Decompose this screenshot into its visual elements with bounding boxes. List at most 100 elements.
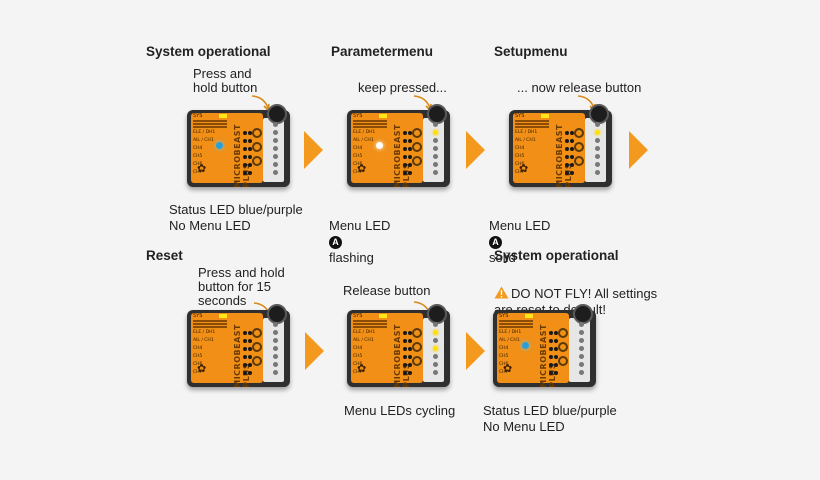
- connector-ring-icon: [412, 342, 422, 352]
- device-print-line: [193, 120, 227, 122]
- step1-note: Press and hold button: [193, 66, 258, 95]
- setup-button-icon: [589, 104, 609, 124]
- pin-dot-icon: [570, 131, 574, 135]
- warning-icon: [494, 286, 509, 299]
- pin-dot-icon: [403, 171, 407, 175]
- pin-dot-icon: [554, 355, 558, 359]
- device-print-line: [193, 320, 227, 322]
- channel-label: ELE / DH1: [515, 130, 538, 135]
- menu-led-icon: [433, 138, 438, 143]
- device-print-line: [515, 120, 549, 122]
- channel-label: CH4: [193, 146, 203, 151]
- device-print-line: [353, 320, 387, 322]
- device-tag-label: SYS: [353, 113, 363, 119]
- menu-led-icon: [433, 154, 438, 159]
- device-print-line: [193, 323, 227, 325]
- step4-note: Press and hold button for 15 seconds: [198, 265, 285, 308]
- brand-logo-icon: ✿: [197, 363, 207, 375]
- pin-dot-icon: [408, 147, 412, 151]
- channel-label: AIL / CH1: [499, 338, 520, 343]
- pin-dot-icon: [243, 339, 247, 343]
- channel-label: CH7: [353, 370, 363, 375]
- menu-led-icon: [595, 146, 600, 151]
- connector-ring-icon: [558, 328, 568, 338]
- channel-label: CH7: [353, 170, 363, 175]
- setup-button-icon: [427, 104, 447, 124]
- step5-note: Release button: [343, 283, 431, 298]
- menu-led-icon: [433, 338, 438, 343]
- pin-dot-icon: [248, 155, 252, 159]
- menu-led-icon: [595, 138, 600, 143]
- menu-led-icon: [273, 138, 278, 143]
- pin-dot-icon: [248, 163, 252, 167]
- pin-dot-icon: [408, 155, 412, 159]
- pin-dot-icon: [549, 339, 553, 343]
- channel-label: CH5: [353, 354, 363, 359]
- pin-dot-icon: [248, 355, 252, 359]
- status-led: [522, 342, 529, 349]
- menu-led-icon: [433, 170, 438, 175]
- pin-dot-icon: [554, 363, 558, 367]
- pin-dot-icon: [408, 363, 412, 367]
- setup-button-icon: [267, 104, 287, 124]
- menu-led-icon: [595, 122, 600, 127]
- arrow-right-icon: [629, 131, 648, 169]
- menu-led-icon: [273, 322, 278, 327]
- pin-dot-icon: [408, 163, 412, 167]
- status-led: [376, 142, 383, 149]
- pin-dot-icon: [549, 355, 553, 359]
- pin-dot-icon: [403, 339, 407, 343]
- pin-dot-icon: [549, 371, 553, 375]
- connector-ring-icon: [412, 328, 422, 338]
- arrow-right-icon: [466, 131, 485, 169]
- step3-note: ... now release button: [517, 80, 642, 95]
- device-print-line: [193, 326, 227, 328]
- channel-label: CH6: [353, 162, 363, 167]
- menu-led-icon: [433, 146, 438, 151]
- channel-label: AIL / CH1: [353, 338, 374, 343]
- pin-dot-icon: [243, 131, 247, 135]
- menu-led-icon: [273, 146, 278, 151]
- pin-dot-icon: [403, 355, 407, 359]
- pin-dot-icon: [248, 139, 252, 143]
- channel-label: CH4: [353, 346, 363, 351]
- pin-dot-icon: [243, 163, 247, 167]
- menu-led-icon: [433, 162, 438, 167]
- pin-dot-icon: [248, 363, 252, 367]
- pin-dot-icon: [243, 355, 247, 359]
- channel-label: CH5: [499, 354, 509, 359]
- device-print-line: [499, 320, 533, 322]
- connector-ring-icon: [412, 156, 422, 166]
- device-print-line: [515, 123, 549, 125]
- channel-label: CH6: [353, 362, 363, 367]
- menu-led-icon: [273, 354, 278, 359]
- arrow-right-icon: [466, 332, 485, 370]
- menu-led-icon: [579, 346, 584, 351]
- pin-dot-icon: [565, 131, 569, 135]
- step5-caption: Menu LEDs cycling: [344, 403, 456, 418]
- menu-led-icon: [595, 170, 600, 175]
- menu-led-icon: [595, 130, 600, 135]
- channel-label: CH7: [193, 170, 203, 175]
- menu-led-icon: [433, 122, 438, 127]
- device-print-line: [353, 326, 387, 328]
- pin-dot-icon: [243, 363, 247, 367]
- menu-led-icon: [433, 322, 438, 327]
- step2-note: keep pressed...: [358, 80, 447, 95]
- channel-label: AIL / CH1: [353, 138, 374, 143]
- pin-dot-icon: [248, 147, 252, 151]
- circled-a-icon: A: [329, 236, 342, 249]
- yellow-marker-icon: [379, 314, 387, 318]
- device-print-line: [353, 123, 387, 125]
- channel-label: CH5: [193, 354, 203, 359]
- brand-logo-icon: ✿: [357, 163, 367, 175]
- pin-dot-icon: [565, 171, 569, 175]
- device-tag-label: SYS: [515, 113, 525, 119]
- setup-button-icon: [573, 304, 593, 324]
- pin-dot-icon: [554, 331, 558, 335]
- pin-dot-icon: [554, 339, 558, 343]
- channel-label: ELE / DH1: [193, 130, 216, 135]
